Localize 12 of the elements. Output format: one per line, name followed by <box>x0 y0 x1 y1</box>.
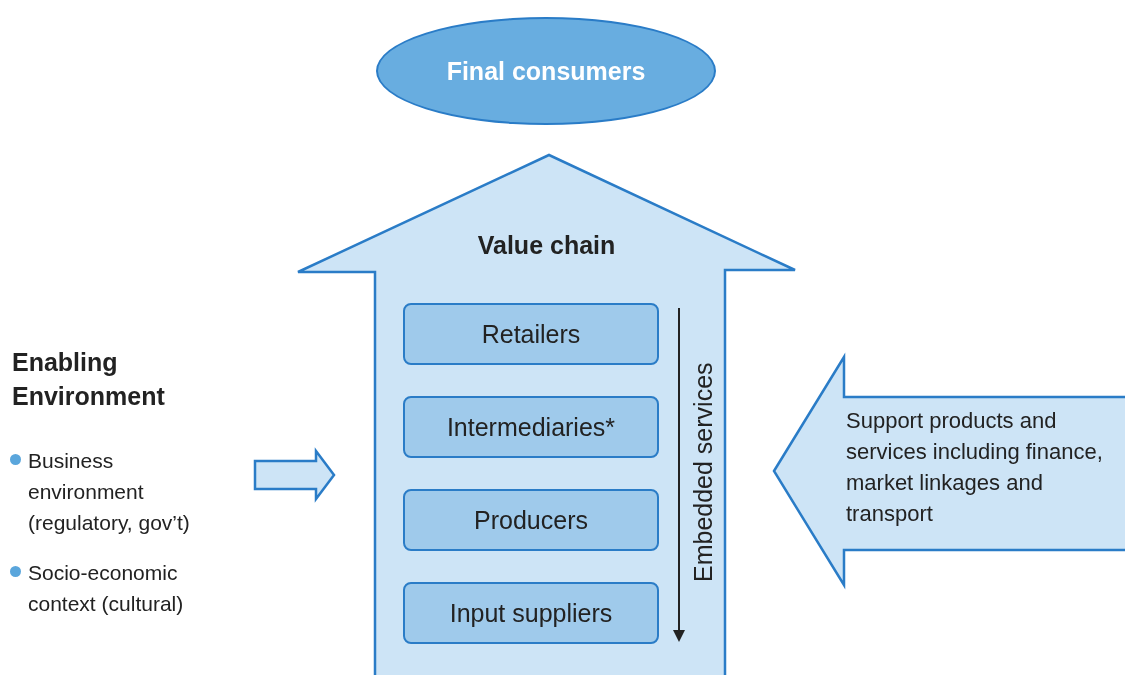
bullet-text: Socio-economic context (cultural) <box>28 560 185 617</box>
vertical-label: Embedded services <box>688 361 718 585</box>
stage-box: Retailers <box>403 303 659 365</box>
block-arrow <box>253 447 336 503</box>
value-chain-title: Value chain <box>476 231 617 260</box>
stage-box: Producers <box>403 489 659 551</box>
consumer-ellipse: Final consumers <box>376 17 716 125</box>
stage-box: Input suppliers <box>403 582 659 644</box>
support-text: Support products and services including finance, market linkages and transport <box>846 407 1104 528</box>
stage-box: Intermediaries* <box>403 396 659 458</box>
section-heading: Enabling Environment <box>12 347 166 412</box>
bullet-text: Business environment (regulatory, gov’t) <box>28 448 191 536</box>
